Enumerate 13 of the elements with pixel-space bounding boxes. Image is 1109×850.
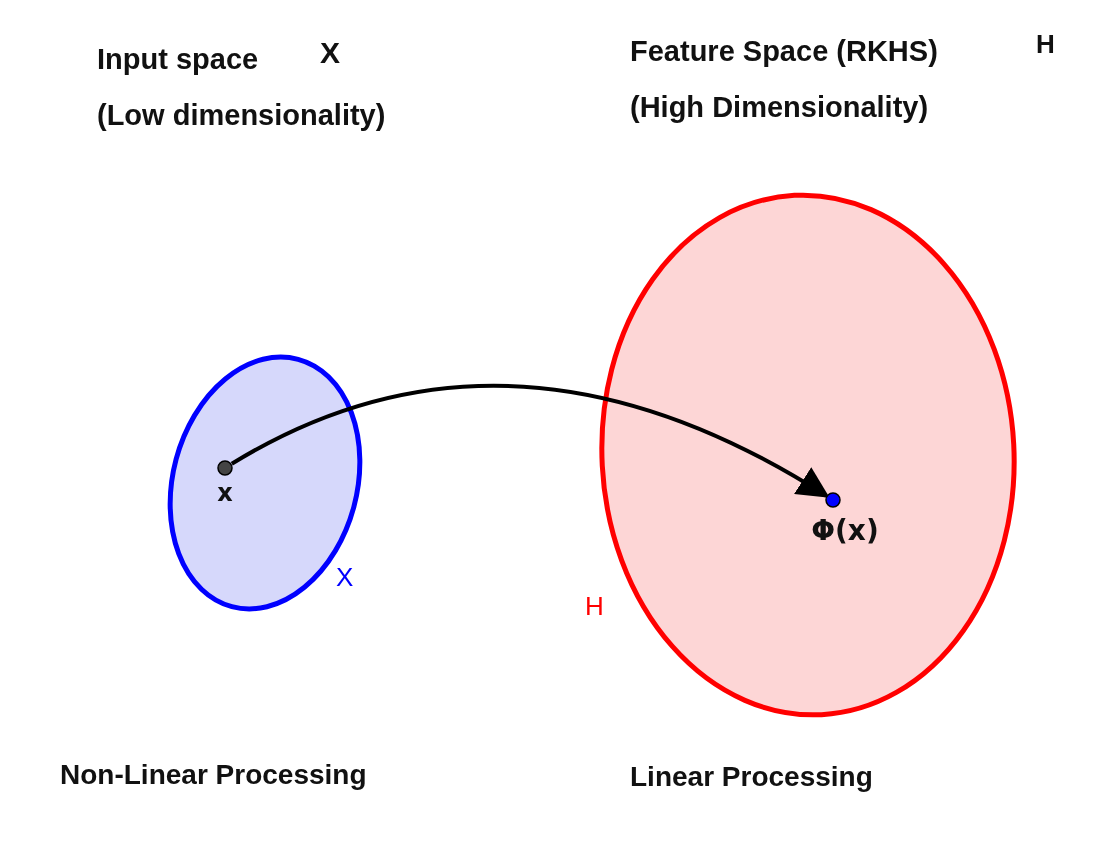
caption-text: Linear Processing xyxy=(630,762,873,793)
heading-text: Feature Space (RKHS) xyxy=(630,36,938,68)
subheading-text: (Low dimensionality) xyxy=(97,100,386,132)
set-label: H xyxy=(585,592,604,621)
point-label: x xyxy=(216,480,234,507)
subheading-text: (High Dimensionality) xyxy=(630,92,929,124)
heading-text: Input space xyxy=(97,44,259,76)
mapping-arrow xyxy=(230,384,830,498)
symbol-label: X xyxy=(320,36,340,69)
symbol-label: H xyxy=(1036,30,1055,59)
caption-text: Non-Linear Processing xyxy=(60,760,367,791)
set-label: X xyxy=(336,563,354,592)
point-label: Φ(x) xyxy=(810,516,880,547)
